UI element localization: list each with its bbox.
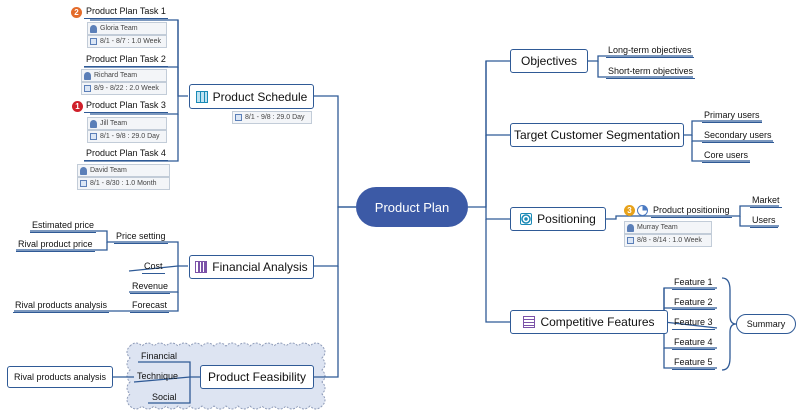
main-topic-label: Competitive Features bbox=[540, 315, 655, 329]
subtopic-rival-products-analysis-feasibility[interactable]: Rival products analysis bbox=[7, 366, 113, 388]
subtopic-short-term-objectives[interactable]: Short-term objectives bbox=[606, 66, 696, 79]
subtopic-product-positioning[interactable]: Product positioning bbox=[651, 205, 732, 218]
bar-chart-icon bbox=[195, 261, 208, 273]
subtopic-feature-4[interactable]: Feature 4 bbox=[672, 337, 715, 350]
positioning-date-tag: 8/8 - 8/14 : 1.0 Week bbox=[624, 234, 712, 247]
summary-topic[interactable]: Summary bbox=[736, 314, 796, 334]
central-topic[interactable]: Product Plan bbox=[356, 187, 468, 227]
subtopic-long-term-objectives[interactable]: Long-term objectives bbox=[606, 45, 694, 58]
task-3-date-tag: 8/1 - 9/8 : 29.0 Day bbox=[87, 130, 167, 143]
subtopic-rival-product-price[interactable]: Rival product price bbox=[16, 239, 95, 252]
main-topic-competitive-features[interactable]: Competitive Features bbox=[510, 310, 668, 334]
task-4-title[interactable]: Product Plan Task 4 bbox=[84, 148, 168, 161]
task-4-team-tag: David Team bbox=[77, 164, 170, 177]
main-topic-label: Financial Analysis bbox=[212, 260, 308, 274]
task-4-date-tag: 8/1 - 8/30 : 1.0 Month bbox=[77, 177, 170, 190]
subtopic-users[interactable]: Users bbox=[750, 215, 778, 228]
person-icon bbox=[90, 24, 97, 33]
subtopic-feature-2[interactable]: Feature 2 bbox=[672, 297, 715, 310]
subtopic-estimated-price[interactable]: Estimated price bbox=[30, 220, 97, 233]
team-text: Murray Team bbox=[637, 224, 678, 231]
priority-badge-icon: 2 bbox=[71, 7, 82, 18]
subtopic-market[interactable]: Market bbox=[750, 195, 782, 208]
calendar-icon bbox=[90, 38, 97, 45]
calendar-icon bbox=[627, 237, 634, 244]
subtopic-financial[interactable]: Financial bbox=[141, 351, 178, 361]
main-topic-financial-analysis[interactable]: Financial Analysis bbox=[189, 255, 314, 279]
subtopic-forecast[interactable]: Forecast bbox=[130, 300, 170, 313]
main-topic-objectives[interactable]: Objectives bbox=[510, 49, 588, 73]
calendar-icon bbox=[235, 114, 242, 121]
task-3-team-tag: Jill Team bbox=[87, 117, 167, 130]
positioning-team-tag: Murray Team bbox=[624, 221, 712, 234]
person-icon bbox=[80, 166, 87, 175]
person-icon bbox=[90, 119, 97, 128]
team-text: Gloria Team bbox=[100, 25, 138, 32]
team-text: Jill Team bbox=[100, 120, 128, 127]
list-icon bbox=[523, 316, 536, 328]
team-text: Richard Team bbox=[94, 72, 138, 79]
date-text: 8/1 - 8/7 : 1.0 Week bbox=[100, 38, 161, 45]
main-topic-label: Positioning bbox=[537, 212, 596, 226]
subtopic-secondary-users[interactable]: Secondary users bbox=[702, 130, 774, 143]
team-text: David Team bbox=[90, 167, 127, 174]
subtopic-rival-products-analysis[interactable]: Rival products analysis bbox=[13, 300, 110, 313]
main-topic-product-schedule[interactable]: Product Schedule bbox=[189, 84, 314, 109]
subtopic-technique[interactable]: Technique bbox=[137, 371, 179, 381]
task-1-title[interactable]: Product Plan Task 1 bbox=[84, 6, 168, 19]
subtopic-feature-1[interactable]: Feature 1 bbox=[672, 277, 715, 290]
calendar-grid-icon bbox=[195, 90, 208, 103]
schedule-date-tag: 8/1 - 9/8 : 29.0 Day bbox=[232, 111, 312, 124]
priority-badge-icon: 1 bbox=[72, 101, 83, 112]
subtopic-cost[interactable]: Cost bbox=[142, 261, 165, 274]
task-1-team-tag: Gloria Team bbox=[87, 22, 167, 35]
priority-badge-icon: 3 bbox=[624, 205, 635, 216]
main-topic-positioning[interactable]: Positioning bbox=[510, 207, 606, 231]
calendar-icon bbox=[90, 133, 97, 140]
person-icon bbox=[627, 223, 634, 232]
subtopic-revenue[interactable]: Revenue bbox=[130, 281, 171, 294]
main-topic-label: Product Feasibility bbox=[207, 370, 307, 384]
date-text: 8/1 - 9/8 : 29.0 Day bbox=[100, 133, 160, 140]
task-2-title[interactable]: Product Plan Task 2 bbox=[84, 54, 168, 67]
date-text: 8/8 - 8/14 : 1.0 Week bbox=[637, 237, 702, 244]
summary-brace bbox=[721, 277, 737, 371]
progress-pie-icon bbox=[637, 205, 648, 216]
date-text: 8/9 - 8/22 : 2.0 Week bbox=[94, 85, 159, 92]
main-topic-target-customer-segmentation[interactable]: Target Customer Segmentation bbox=[510, 123, 684, 147]
subtopic-price-setting[interactable]: Price setting bbox=[114, 231, 168, 244]
person-icon bbox=[84, 71, 91, 80]
subtopic-social[interactable]: Social bbox=[152, 392, 177, 402]
task-2-team-tag: Richard Team bbox=[81, 69, 167, 82]
task-1-date-tag: 8/1 - 8/7 : 1.0 Week bbox=[87, 35, 167, 48]
task-3-title[interactable]: Product Plan Task 3 bbox=[84, 100, 168, 113]
calendar-icon bbox=[80, 180, 87, 187]
task-2-date-tag: 8/9 - 8/22 : 2.0 Week bbox=[81, 82, 167, 95]
main-topic-product-feasibility[interactable]: Product Feasibility bbox=[200, 365, 314, 389]
subtopic-core-users[interactable]: Core users bbox=[702, 150, 751, 163]
subtopic-primary-users[interactable]: Primary users bbox=[702, 110, 762, 123]
calendar-icon bbox=[84, 85, 91, 92]
subtopic-feature-5[interactable]: Feature 5 bbox=[672, 357, 715, 370]
subtopic-feature-3[interactable]: Feature 3 bbox=[672, 317, 715, 330]
target-icon bbox=[520, 213, 533, 225]
main-topic-label: Product Schedule bbox=[212, 89, 308, 104]
date-text: 8/1 - 9/8 : 29.0 Day bbox=[245, 114, 305, 121]
date-text: 8/1 - 8/30 : 1.0 Month bbox=[90, 180, 157, 187]
